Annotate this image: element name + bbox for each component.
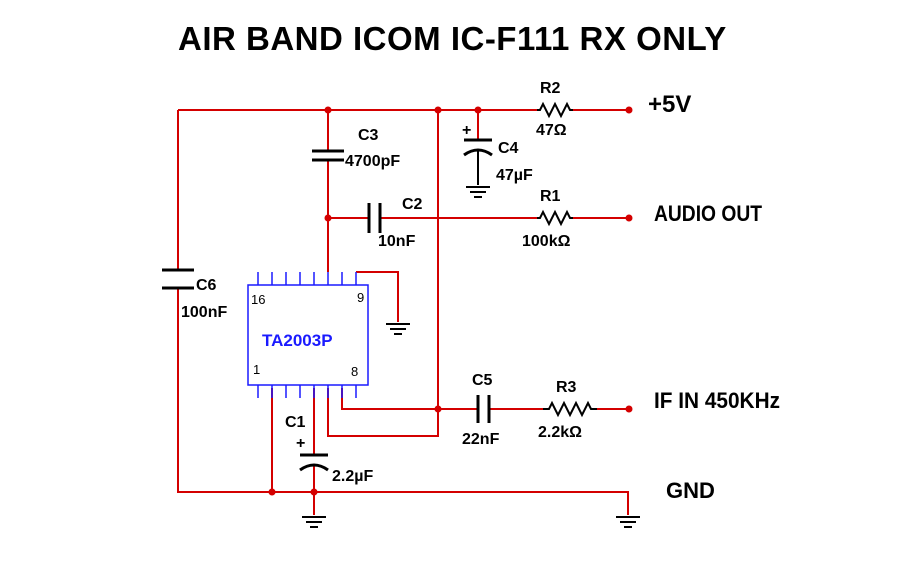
c4-polarity-mark: + — [462, 122, 471, 139]
pin9-ground-icon — [386, 323, 410, 335]
ic-pin9-label: 9 — [357, 290, 364, 305]
c4-value-label: 47µF — [496, 167, 533, 184]
r1-ref-label: R1 — [540, 188, 561, 205]
c2-capacitor-icon — [367, 203, 382, 233]
c4-ground-icon — [466, 186, 490, 198]
ic-top-pins — [257, 272, 357, 285]
ic-ta2003p: TA2003P 16 9 1 8 — [247, 272, 369, 398]
gnd-port-label: GND — [666, 478, 715, 503]
ic-pin1-label: 1 — [253, 362, 260, 377]
c4-ref-label: C4 — [498, 140, 519, 157]
diagram-title: AIR BAND ICOM IC-F111 RX ONLY — [178, 20, 727, 57]
junction-dots — [268, 106, 633, 496]
c2-ref-label: C2 — [402, 196, 423, 213]
c6-ref-label: C6 — [196, 277, 217, 294]
wires — [177, 109, 629, 515]
ic-name-label: TA2003P — [262, 331, 333, 350]
c5-ref-label: C5 — [472, 372, 493, 389]
gnd-terminal-ground-icon — [616, 516, 640, 528]
ic-body — [247, 284, 369, 386]
c3-ref-label: C3 — [358, 127, 379, 144]
c6-capacitor-icon — [162, 268, 194, 290]
c1-ground-icon — [302, 516, 326, 528]
r3-ref-label: R3 — [556, 379, 577, 396]
r1-resistor-icon — [537, 209, 573, 227]
c4-electrolytic-capacitor-icon — [463, 138, 493, 185]
ic-bottom-pins — [257, 385, 357, 398]
r2-ref-label: R2 — [540, 80, 561, 97]
c1-value-label: 2.2µF — [332, 468, 373, 485]
r2-value-label: 47Ω — [536, 122, 567, 139]
r3-value-label: 2.2kΩ — [538, 424, 582, 441]
ic-pin16-label: 16 — [251, 292, 265, 307]
c1-polarity-mark: + — [296, 435, 305, 452]
vcc-port-label: +5V — [648, 91, 691, 118]
c5-capacitor-icon — [476, 395, 491, 423]
r1-value-label: 100kΩ — [522, 233, 571, 250]
audio-out-port-label: AUDIO OUT — [654, 201, 762, 226]
c5-value-label: 22nF — [462, 431, 500, 448]
ic-pin8-label: 8 — [351, 364, 358, 379]
c1-electrolytic-capacitor-icon — [299, 453, 329, 472]
if-in-port-label: IF IN 450KHz — [654, 388, 780, 413]
c2-value-label: 10nF — [378, 233, 416, 250]
r2-resistor-icon — [537, 101, 573, 119]
c1-ref-label: C1 — [285, 414, 306, 431]
c6-value-label: 100nF — [181, 304, 227, 321]
c3-capacitor-icon — [312, 149, 344, 162]
c3-value-label: 4700pF — [345, 153, 400, 170]
r3-resistor-icon — [543, 400, 597, 418]
